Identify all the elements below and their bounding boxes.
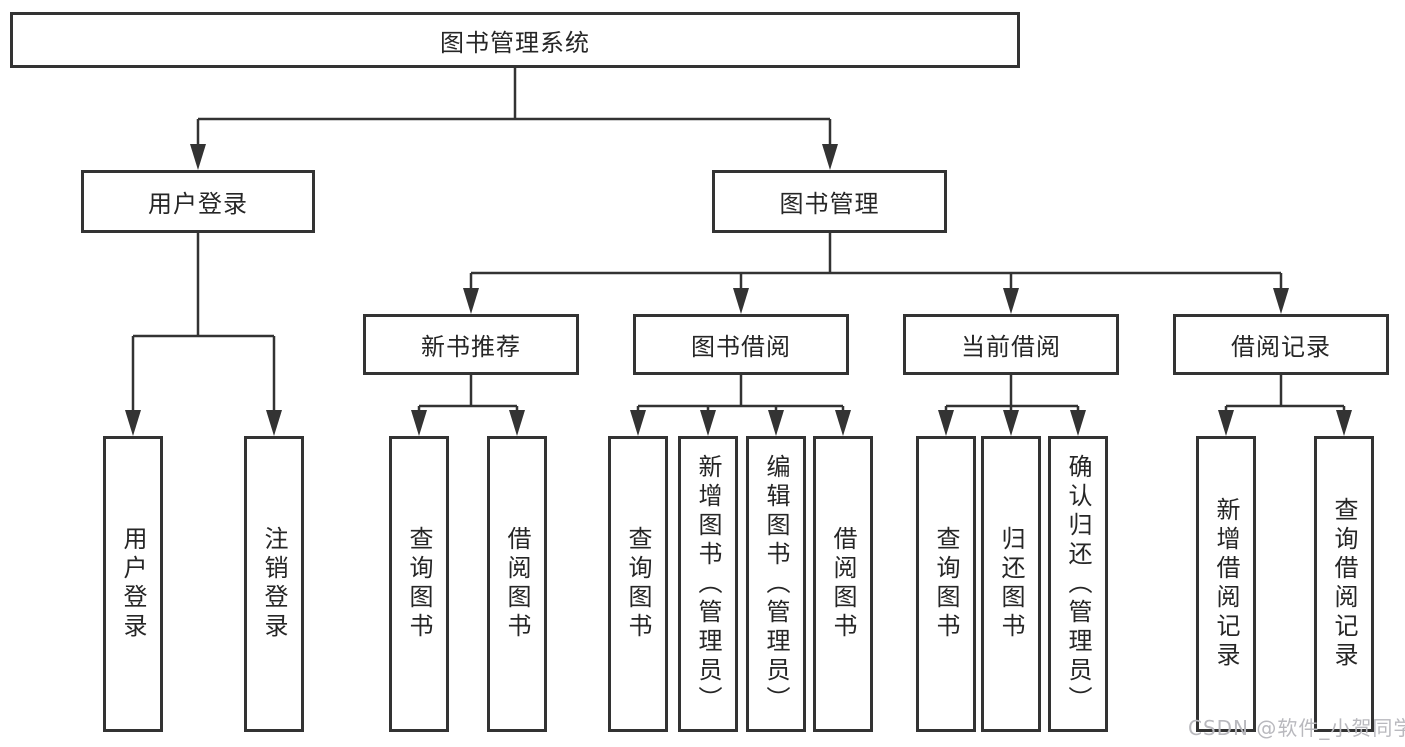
arrow-icon <box>733 288 749 314</box>
arrow-icon <box>835 410 851 436</box>
arrow-icon <box>266 410 282 436</box>
leaf-borrow-books: 借阅图书 <box>813 436 873 732</box>
arrow-icon <box>509 410 525 436</box>
arrow-icon <box>1003 288 1019 314</box>
arrow-icon <box>938 410 954 436</box>
leaf-add-books-admin: 新增图书（管理员） <box>678 436 738 732</box>
arrow-icon <box>768 410 784 436</box>
node-book-borrowing: 图书借阅 <box>633 314 849 375</box>
node-library-management-system: 图书管理系统 <box>10 12 1020 68</box>
leaf-query-books-current: 查询图书 <box>916 436 976 732</box>
arrow-icon <box>411 410 427 436</box>
arrow-icon <box>822 144 838 170</box>
leaf-logout: 注销登录 <box>244 436 304 732</box>
node-current-borrowing: 当前借阅 <box>903 314 1119 375</box>
leaf-add-borrow-record: 新增借阅记录 <box>1196 436 1256 732</box>
arrow-icon <box>1003 410 1019 436</box>
arrowheads <box>125 144 1352 436</box>
leaf-return-books: 归还图书 <box>981 436 1041 732</box>
leaf-query-borrow-record: 查询借阅记录 <box>1314 436 1374 732</box>
leaf-user-login: 用户登录 <box>103 436 163 732</box>
arrow-icon <box>1336 410 1352 436</box>
tree-edges <box>131 68 1346 412</box>
arrow-icon <box>700 410 716 436</box>
arrow-icon <box>630 410 646 436</box>
leaf-query-books-borrow: 查询图书 <box>608 436 668 732</box>
leaf-edit-books-admin: 编辑图书（管理员） <box>746 436 806 732</box>
node-new-book-recommendation: 新书推荐 <box>363 314 579 375</box>
arrow-icon <box>190 144 206 170</box>
arrow-icon <box>1273 288 1289 314</box>
leaf-query-books-recommend: 查询图书 <box>389 436 449 732</box>
node-borrowing-records: 借阅记录 <box>1173 314 1389 375</box>
node-user-login: 用户登录 <box>81 170 315 233</box>
node-book-management: 图书管理 <box>712 170 947 233</box>
arrow-icon <box>463 288 479 314</box>
csdn-watermark: CSDN @软件_小贺同学 <box>1188 716 1405 740</box>
leaf-confirm-return-admin: 确认归还（管理员） <box>1048 436 1108 732</box>
leaf-borrow-books-recommend: 借阅图书 <box>487 436 547 732</box>
arrow-icon <box>1070 410 1086 436</box>
arrow-icon <box>125 410 141 436</box>
arrow-icon <box>1218 410 1234 436</box>
